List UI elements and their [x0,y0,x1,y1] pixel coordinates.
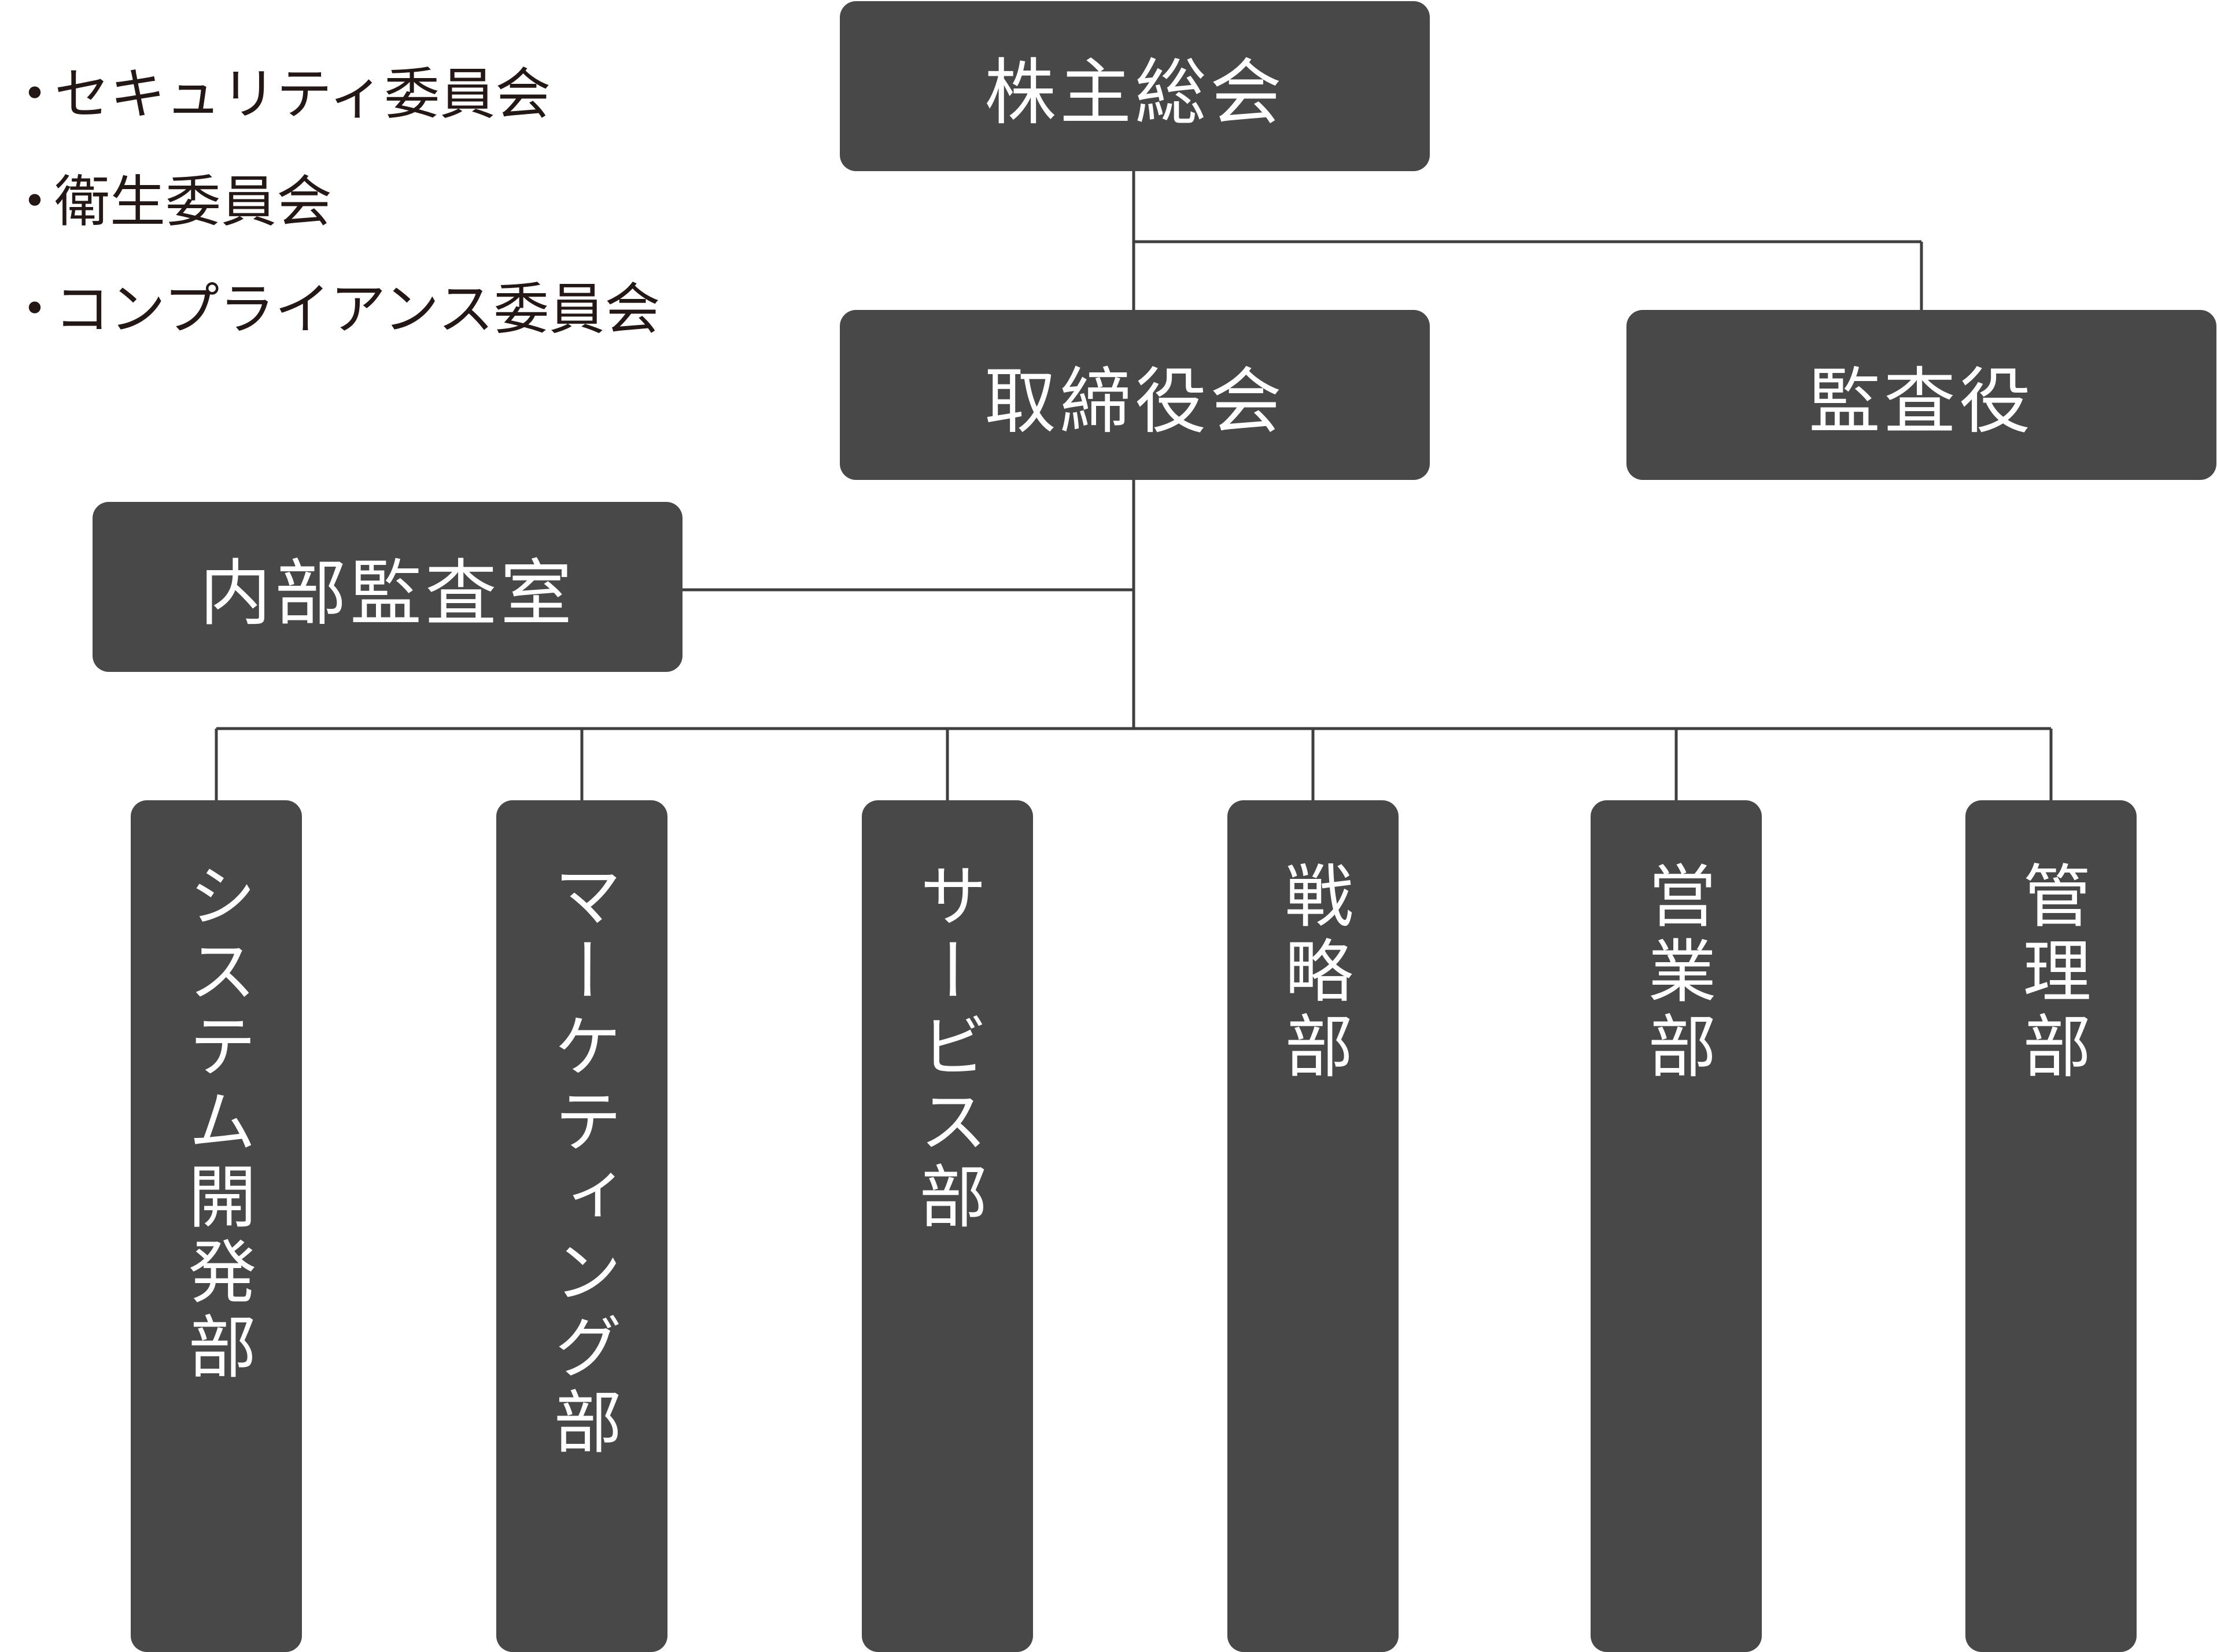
committee-item: ・衛生委員会 [7,160,660,267]
committee-item: ・コンプライアンス委員会 [7,267,660,375]
department-box-marketing: マーケティング部 [496,800,667,1652]
shareholders-meeting-box: 株主総会 [840,1,1430,171]
committee-label: 衛生委員会 [54,169,332,234]
committee-list: ・セキュリティ委員会 ・衛生委員会 ・コンプライアンス委員会 [7,52,660,375]
department-box-system-development: システム開発部 [131,800,302,1652]
board-of-directors-box: 取締役会 [840,310,1430,480]
committee-label: セキュリティ委員会 [54,62,551,127]
bullet-mark: ・ [7,62,62,127]
department-label: 戦略部 [1273,860,1353,1086]
bullet-mark: ・ [7,277,62,342]
department-label: サービス部 [908,860,987,1236]
department-label: 管理部 [2011,860,2091,1086]
committee-label: コンプライアンス委員会 [54,277,661,342]
department-box-strategy: 戦略部 [1227,800,1399,1652]
bullet-mark: ・ [7,169,62,234]
shareholders-meeting-label: 株主総会 [984,51,1285,135]
internal-audit-label: 内部監査室 [199,552,576,635]
department-label: 営業部 [1636,860,1716,1086]
auditor-label: 監査役 [1808,360,2034,444]
department-label: マーケティング部 [542,860,622,1462]
department-box-service: サービス部 [862,800,1033,1652]
department-label: システム開発部 [176,860,256,1387]
department-box-sales: 営業部 [1591,800,1762,1652]
committee-item: ・セキュリティ委員会 [7,52,660,160]
board-of-directors-label: 取締役会 [984,360,1285,444]
internal-audit-box: 内部監査室 [93,502,683,672]
department-box-administration: 管理部 [1965,800,2137,1652]
auditor-box: 監査役 [1626,310,2216,480]
